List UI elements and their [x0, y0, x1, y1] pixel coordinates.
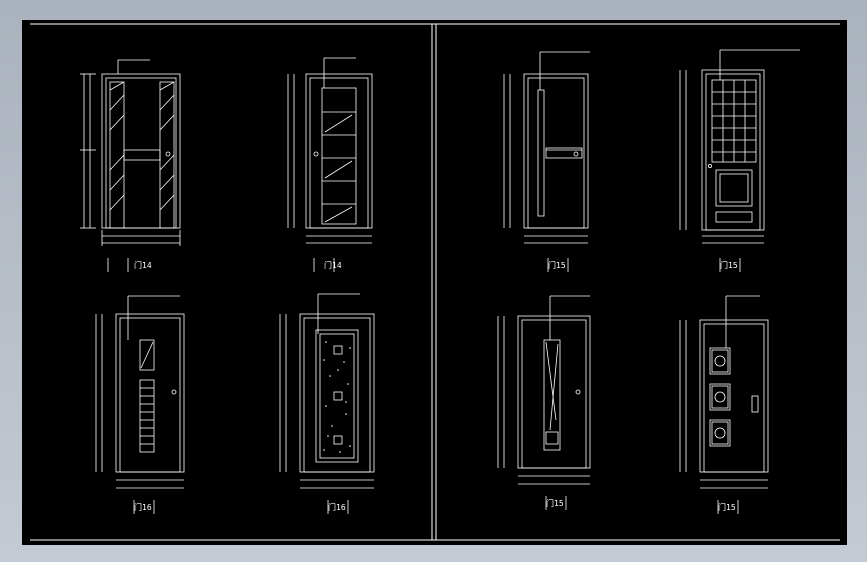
door-label-8: 门15 [718, 502, 736, 512]
door-label-7: 门15 [546, 498, 564, 508]
door-label-3: 门15 [548, 260, 566, 270]
door-elevation-7 [497, 295, 591, 510]
door-label-6: 门16 [328, 502, 346, 512]
door-elevation-3 [503, 51, 590, 272]
door-elevation-4 [679, 49, 800, 272]
door-label-1: 门14 [134, 260, 152, 270]
door-elevation-6 [279, 293, 375, 514]
door-label-2: 门14 [324, 260, 342, 270]
door-label-4: 门15 [720, 260, 738, 270]
door-elevation-8 [679, 295, 769, 514]
granite-texture [323, 341, 351, 453]
door-elevation-1 [80, 59, 181, 272]
door-elevation-5 [95, 295, 185, 514]
door-elevation-2 [287, 57, 373, 272]
drawing-sheet[interactable] [22, 20, 847, 545]
door-label-5: 门16 [134, 502, 152, 512]
